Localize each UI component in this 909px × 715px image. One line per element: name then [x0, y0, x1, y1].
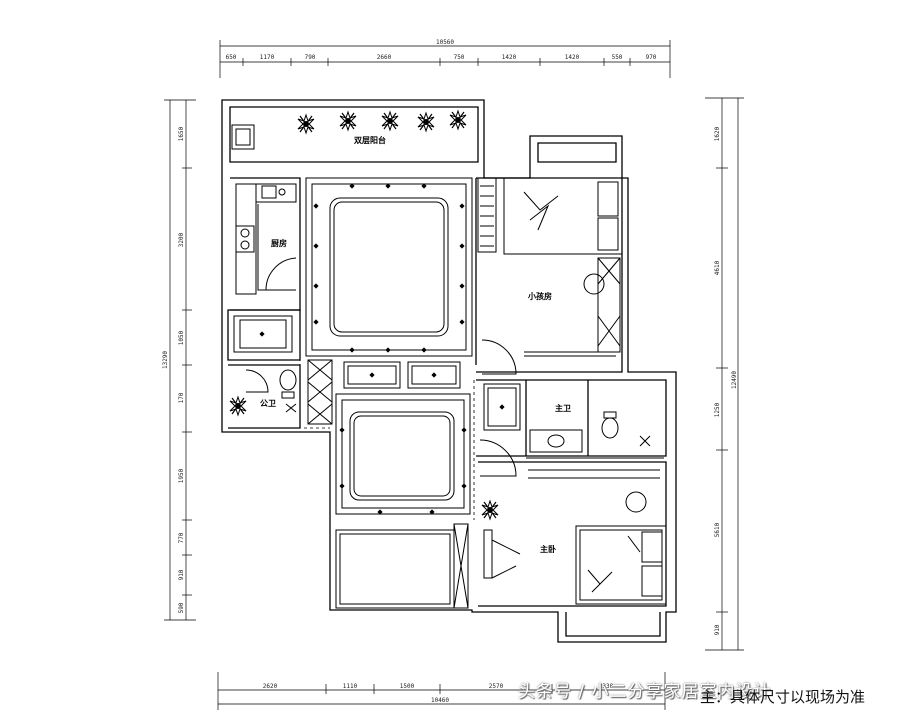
room-label-balcony: 双层阳台 [354, 135, 386, 145]
footer-note: 主：具体尺寸以现场为准 [700, 688, 866, 706]
stove-icon [235, 225, 255, 253]
right-dim: 4610 [714, 260, 721, 275]
plant-icon [297, 114, 315, 134]
right-dim: 5610 [714, 522, 721, 537]
left-dim: 910 [178, 569, 185, 580]
top-dim: 970 [646, 54, 657, 61]
left-dim: 1050 [178, 330, 185, 345]
top-total-dim: 10560 [436, 39, 454, 46]
small-bedroom-furniture [477, 177, 623, 375]
plant-icon [481, 500, 499, 520]
bottom-dimensions [217, 672, 666, 710]
balcony-plants [229, 110, 499, 520]
right-total-dim: 12490 [731, 371, 738, 389]
room-label-public-bath: 公卫 [260, 399, 276, 408]
sink-icon [278, 188, 286, 196]
bed-icon [503, 177, 623, 255]
right-dimensions [705, 97, 744, 651]
plant-icon [417, 112, 435, 132]
bottom-dim: 2570 [489, 683, 504, 690]
public-bath-fixtures [245, 369, 297, 413]
top-dim: 2660 [377, 54, 392, 61]
left-dim: 770 [178, 532, 185, 543]
top-dim: 1420 [565, 54, 580, 61]
living-ceiling-top [305, 177, 473, 357]
kitchen-fixtures [233, 183, 297, 353]
sink-icon [547, 434, 565, 448]
walls [221, 99, 677, 643]
watermark: 头条号 / 小二分享家居室内设计 [518, 682, 772, 702]
living-cabinets [307, 359, 461, 425]
top-dim: 650 [226, 54, 237, 61]
top-dim: 1170 [260, 54, 275, 61]
dashed-lines [299, 310, 475, 520]
sink-icon [261, 185, 277, 199]
bottom-dim: 2330 [599, 683, 614, 690]
left-dim: 170 [178, 392, 185, 403]
pillow-icon [597, 217, 619, 251]
bottom-dim: 1500 [400, 683, 415, 690]
left-dim: 3200 [178, 232, 185, 247]
right-dim: 910 [714, 624, 721, 635]
plant-icon [449, 110, 467, 130]
washing-machine [231, 124, 255, 150]
plant-icon [381, 111, 399, 131]
left-dimensions [164, 99, 196, 621]
left-total-dim: 13290 [162, 351, 169, 369]
bed-icon [575, 525, 667, 605]
room-label-master-bath: 主卫 [555, 403, 571, 413]
left-dim: 1650 [178, 126, 185, 141]
pillow-icon [597, 181, 619, 217]
pillow-icon [641, 531, 663, 563]
pillow-icon [641, 565, 663, 597]
master-bedroom-furniture [483, 491, 667, 605]
top-dimensions [219, 40, 671, 78]
top-dim: 750 [454, 54, 465, 61]
top-dim: 550 [612, 54, 623, 61]
top-dim: 790 [305, 54, 316, 61]
master-bath-fixtures [479, 383, 664, 479]
room-label-master-bedroom: 主卧 [540, 544, 556, 554]
living-ceiling-bottom [335, 393, 471, 515]
plant-icon [339, 111, 357, 131]
left-dim: 1950 [178, 468, 185, 483]
toilet-icon [279, 369, 297, 391]
right-dim: 1620 [714, 126, 721, 141]
toilet-icon [601, 417, 619, 439]
room-label-kitchen: 厨房 [271, 238, 287, 248]
room-label-small-bedroom: 小孩房 [527, 291, 552, 301]
bottom-wall-unit [335, 523, 469, 609]
bottom-dim: 2620 [263, 683, 278, 690]
plant-icon [229, 396, 247, 416]
top-dim: 1420 [502, 54, 517, 61]
left-dim: 590 [178, 602, 185, 613]
bottom-total-dim: 10460 [431, 697, 449, 704]
right-dim: 1250 [714, 402, 721, 417]
bottom-dim: 1110 [343, 683, 358, 690]
